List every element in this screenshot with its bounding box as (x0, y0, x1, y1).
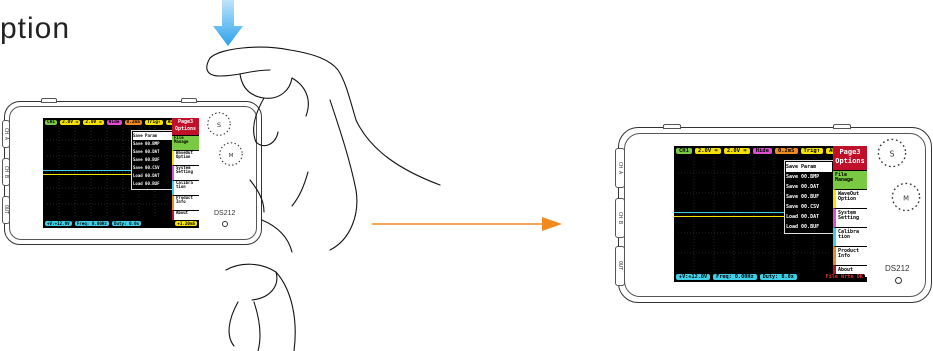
top-button[interactable] (181, 98, 197, 103)
reset-hole[interactable] (222, 221, 228, 227)
press-down-arrow-icon (213, 0, 243, 46)
duty-readout: Duty: 0.0x (759, 274, 797, 280)
top-button[interactable] (833, 124, 851, 129)
menu-item-load-dat[interactable]: Load 00.DAT (786, 214, 820, 220)
m-dial-icon[interactable]: M (889, 180, 923, 214)
status-message: File Wrte OK (823, 274, 865, 280)
ch-a-scale[interactable]: 2.0V ≃ (60, 120, 81, 125)
s-dial-icon[interactable]: S (205, 110, 233, 138)
model-label: DS212 (885, 264, 910, 273)
menu-item-save-csv[interactable]: Save 00.CSV (786, 204, 820, 210)
menu-item-save-buf[interactable]: Save 00.BUF (133, 157, 160, 162)
hand-illustration (206, 46, 441, 351)
menu-item-save-csv[interactable]: Save 00.CSV (133, 165, 160, 170)
trigger-mode[interactable]: Trig↑ (800, 148, 824, 154)
channel-a-trace (674, 216, 830, 217)
duty-readout: Duty: 0.0x (111, 221, 142, 226)
model-label: DS212 (214, 210, 236, 217)
port-ch-a: CH A (2, 120, 10, 148)
port-out: OUT (2, 196, 10, 224)
file-menu-popup: Save Param Save 00.BMP Save 00.DAT Save … (131, 130, 175, 190)
menu-item-save-dat[interactable]: Save 00.DAT (786, 184, 820, 190)
reset-hole[interactable] (895, 277, 902, 284)
time-readout: +1.20mS (175, 221, 197, 226)
port-ch-a: CH A (615, 148, 625, 188)
oscilloscope-screen: CH1 2.0V ≃ 2.0V ≃ Hide 0.2mS Trig↑ AUTO … (674, 146, 867, 282)
menu-item-load-dat[interactable]: Load 00.DAT (133, 173, 160, 178)
hide-button[interactable]: Hide (752, 148, 772, 154)
port-ch-b: CH B (615, 198, 625, 238)
menu-item-save-bmp[interactable]: Save 00.BMP (133, 141, 160, 146)
channel-b-trace (674, 212, 830, 213)
svg-text:S: S (217, 121, 221, 129)
hide-button[interactable]: Hide (106, 120, 122, 125)
channel-tab[interactable]: CH1 (45, 120, 58, 125)
svg-text:M: M (229, 153, 234, 159)
menu-item-save-param[interactable]: Save Param (786, 162, 832, 172)
svg-text:S: S (889, 149, 894, 158)
ch-b-scale[interactable]: 2.0V ≃ (83, 120, 104, 125)
menu-item-save-param[interactable]: Save Param (133, 132, 173, 140)
port-ch-b: CH B (2, 158, 10, 186)
menu-about[interactable]: About (172, 210, 199, 220)
ch-a-scale[interactable]: 2.0V ≃ (694, 148, 721, 154)
timebase[interactable]: 0.2mS (774, 148, 798, 154)
top-button[interactable] (663, 124, 681, 129)
oscilloscope-screen: CH1 2.0V ≃ 2.0V ≃ Hide 0.2mS Trig↑ AUTO … (43, 118, 199, 228)
menu-item-save-buf[interactable]: Save 00.BUF (786, 194, 820, 200)
s-dial-icon[interactable]: S (875, 136, 909, 170)
menu-item-load-buf[interactable]: Load 00.BUF (786, 224, 820, 230)
top-button[interactable] (41, 98, 57, 103)
trigger-mode[interactable]: Trig↑ (145, 120, 163, 125)
channel-b-trace (43, 170, 169, 171)
timebase[interactable]: 0.2mS (124, 120, 143, 125)
channel-tab[interactable]: CH1 (676, 148, 692, 154)
channel-a-trace (43, 174, 169, 175)
frequency-readout: Freq: 0.00Hz (713, 274, 757, 280)
oscilloscope-device-right: CH A CH B OUT CH1 2.0V ≃ 2.0V ≃ Hide 0.2… (615, 124, 932, 303)
menu-item-save-dat[interactable]: Save 00.DAT (133, 149, 160, 154)
oscilloscope-device-left: CH A CH B OUT CH1 2.0V ≃ 2.0V ≃ Hide 0.2… (2, 98, 262, 245)
svg-text:M: M (903, 194, 909, 202)
m-dial-icon[interactable]: M (217, 140, 245, 168)
menu-item-save-bmp[interactable]: Save 00.BMP (786, 174, 820, 180)
voltage-readout: +V:+12.0V (676, 274, 711, 280)
voltage-readout: +V:+12.0V (45, 221, 72, 226)
frequency-readout: Freq: 0.00Hz (74, 221, 109, 226)
caption-text: ption (0, 12, 71, 45)
ch-b-scale[interactable]: 2.0V ≃ (723, 148, 750, 154)
port-out: OUT (615, 246, 625, 286)
file-menu-popup: Save Param Save 00.BMP Save 00.DAT Save … (784, 160, 834, 234)
menu-item-load-buf[interactable]: Load 00.BUF (133, 181, 160, 186)
transition-arrow-icon (372, 217, 562, 231)
